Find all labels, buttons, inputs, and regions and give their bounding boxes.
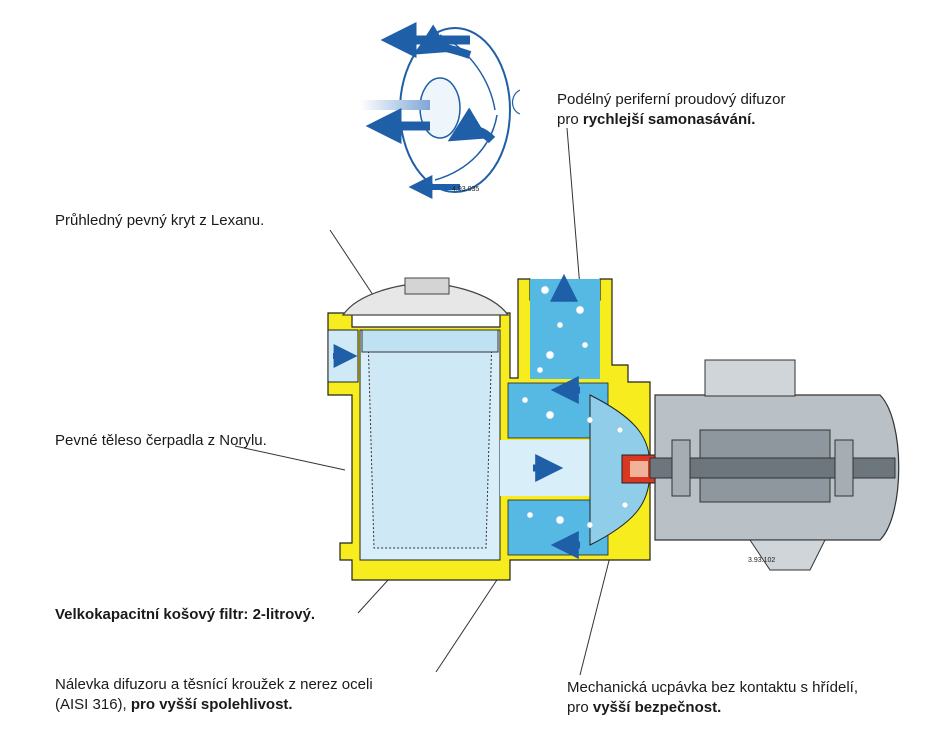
- bubble: [616, 426, 624, 434]
- rotation-arrow: [511, 89, 521, 115]
- diffuser-label-bold: rychlejší samonasávání.: [582, 111, 756, 128]
- bubble: [556, 321, 564, 329]
- water-bubbles: [521, 285, 629, 529]
- bubble: [586, 416, 594, 424]
- impeller-code: 4.93.035: [452, 186, 479, 193]
- bubble: [521, 396, 529, 404]
- diffuser-label-line1: Podélný periferní proudový difuzor: [557, 91, 786, 108]
- pump-code: 3.93.102: [748, 557, 775, 564]
- bubble: [555, 515, 565, 525]
- funnel-label-line2: (AISI 316), pro vyšší spolehlivost.: [55, 695, 373, 715]
- leader-cover: [329, 229, 374, 296]
- seal-label-line1: Mechanická ucpávka bez kontaktu s hřídel…: [567, 679, 858, 696]
- filter-label: Velkokapacitní košový filtr: 2-litrový.: [55, 605, 315, 625]
- funnel-label-bold: pro vyšší spolehlivost.: [130, 696, 293, 713]
- cover-knob: [404, 277, 450, 295]
- bubble: [540, 285, 550, 295]
- outflow-arrow: [447, 107, 496, 144]
- bubble: [581, 341, 589, 349]
- motor-foot: [749, 539, 826, 571]
- bubble: [536, 366, 544, 374]
- seal-label-bold: vyšší bezpečnost.: [592, 699, 722, 716]
- bubble: [545, 350, 555, 360]
- bubble: [621, 501, 629, 509]
- leader-body: [234, 445, 346, 471]
- seal-label: Mechanická ucpávka bez kontaktu s hřídel…: [567, 678, 858, 718]
- bubble: [575, 305, 585, 315]
- basket-top: [361, 329, 499, 353]
- bearing-rear: [834, 439, 854, 497]
- diffuser-label-line2: pro rychlejší samonasávání.: [557, 110, 785, 130]
- inflow-arrow: [360, 100, 430, 110]
- funnel-label-plain: (AISI 316),: [55, 696, 131, 713]
- terminal-box: [704, 359, 796, 397]
- filter-label-bold: Velkokapacitní košový filtr: 2-litrový.: [55, 606, 316, 623]
- impeller-inset: 4.93.035: [360, 22, 521, 199]
- seal-label-line2: pro vyšší bezpečnost.: [567, 698, 858, 718]
- bubble: [526, 511, 534, 519]
- funnel-label: Nálevka difuzoru a těsnící kroužek z ner…: [55, 675, 373, 715]
- diffuser-label-plain: pro: [557, 111, 583, 128]
- bearing-front: [671, 439, 691, 497]
- seal-label-plain: pro: [567, 699, 593, 716]
- seal-insert: [630, 461, 648, 477]
- funnel-label-line1: Nálevka difuzoru a těsnící kroužek z ner…: [55, 676, 373, 693]
- motor-shaft: [649, 457, 896, 479]
- diffuser-label: Podélný periferní proudový difuzor pro r…: [557, 90, 785, 130]
- outflow-arrow: [414, 24, 472, 59]
- bubble: [545, 410, 555, 420]
- impeller-vane: [434, 114, 498, 181]
- cover-label: Průhledný pevný kryt z Lexanu.: [55, 212, 265, 229]
- pump-housing: [327, 273, 659, 581]
- motor: 3.93.102: [649, 359, 900, 571]
- basket-filter: [367, 334, 493, 549]
- bubble: [586, 521, 594, 529]
- body-label: Pevné těleso čerpadla z Norylu.: [55, 432, 267, 449]
